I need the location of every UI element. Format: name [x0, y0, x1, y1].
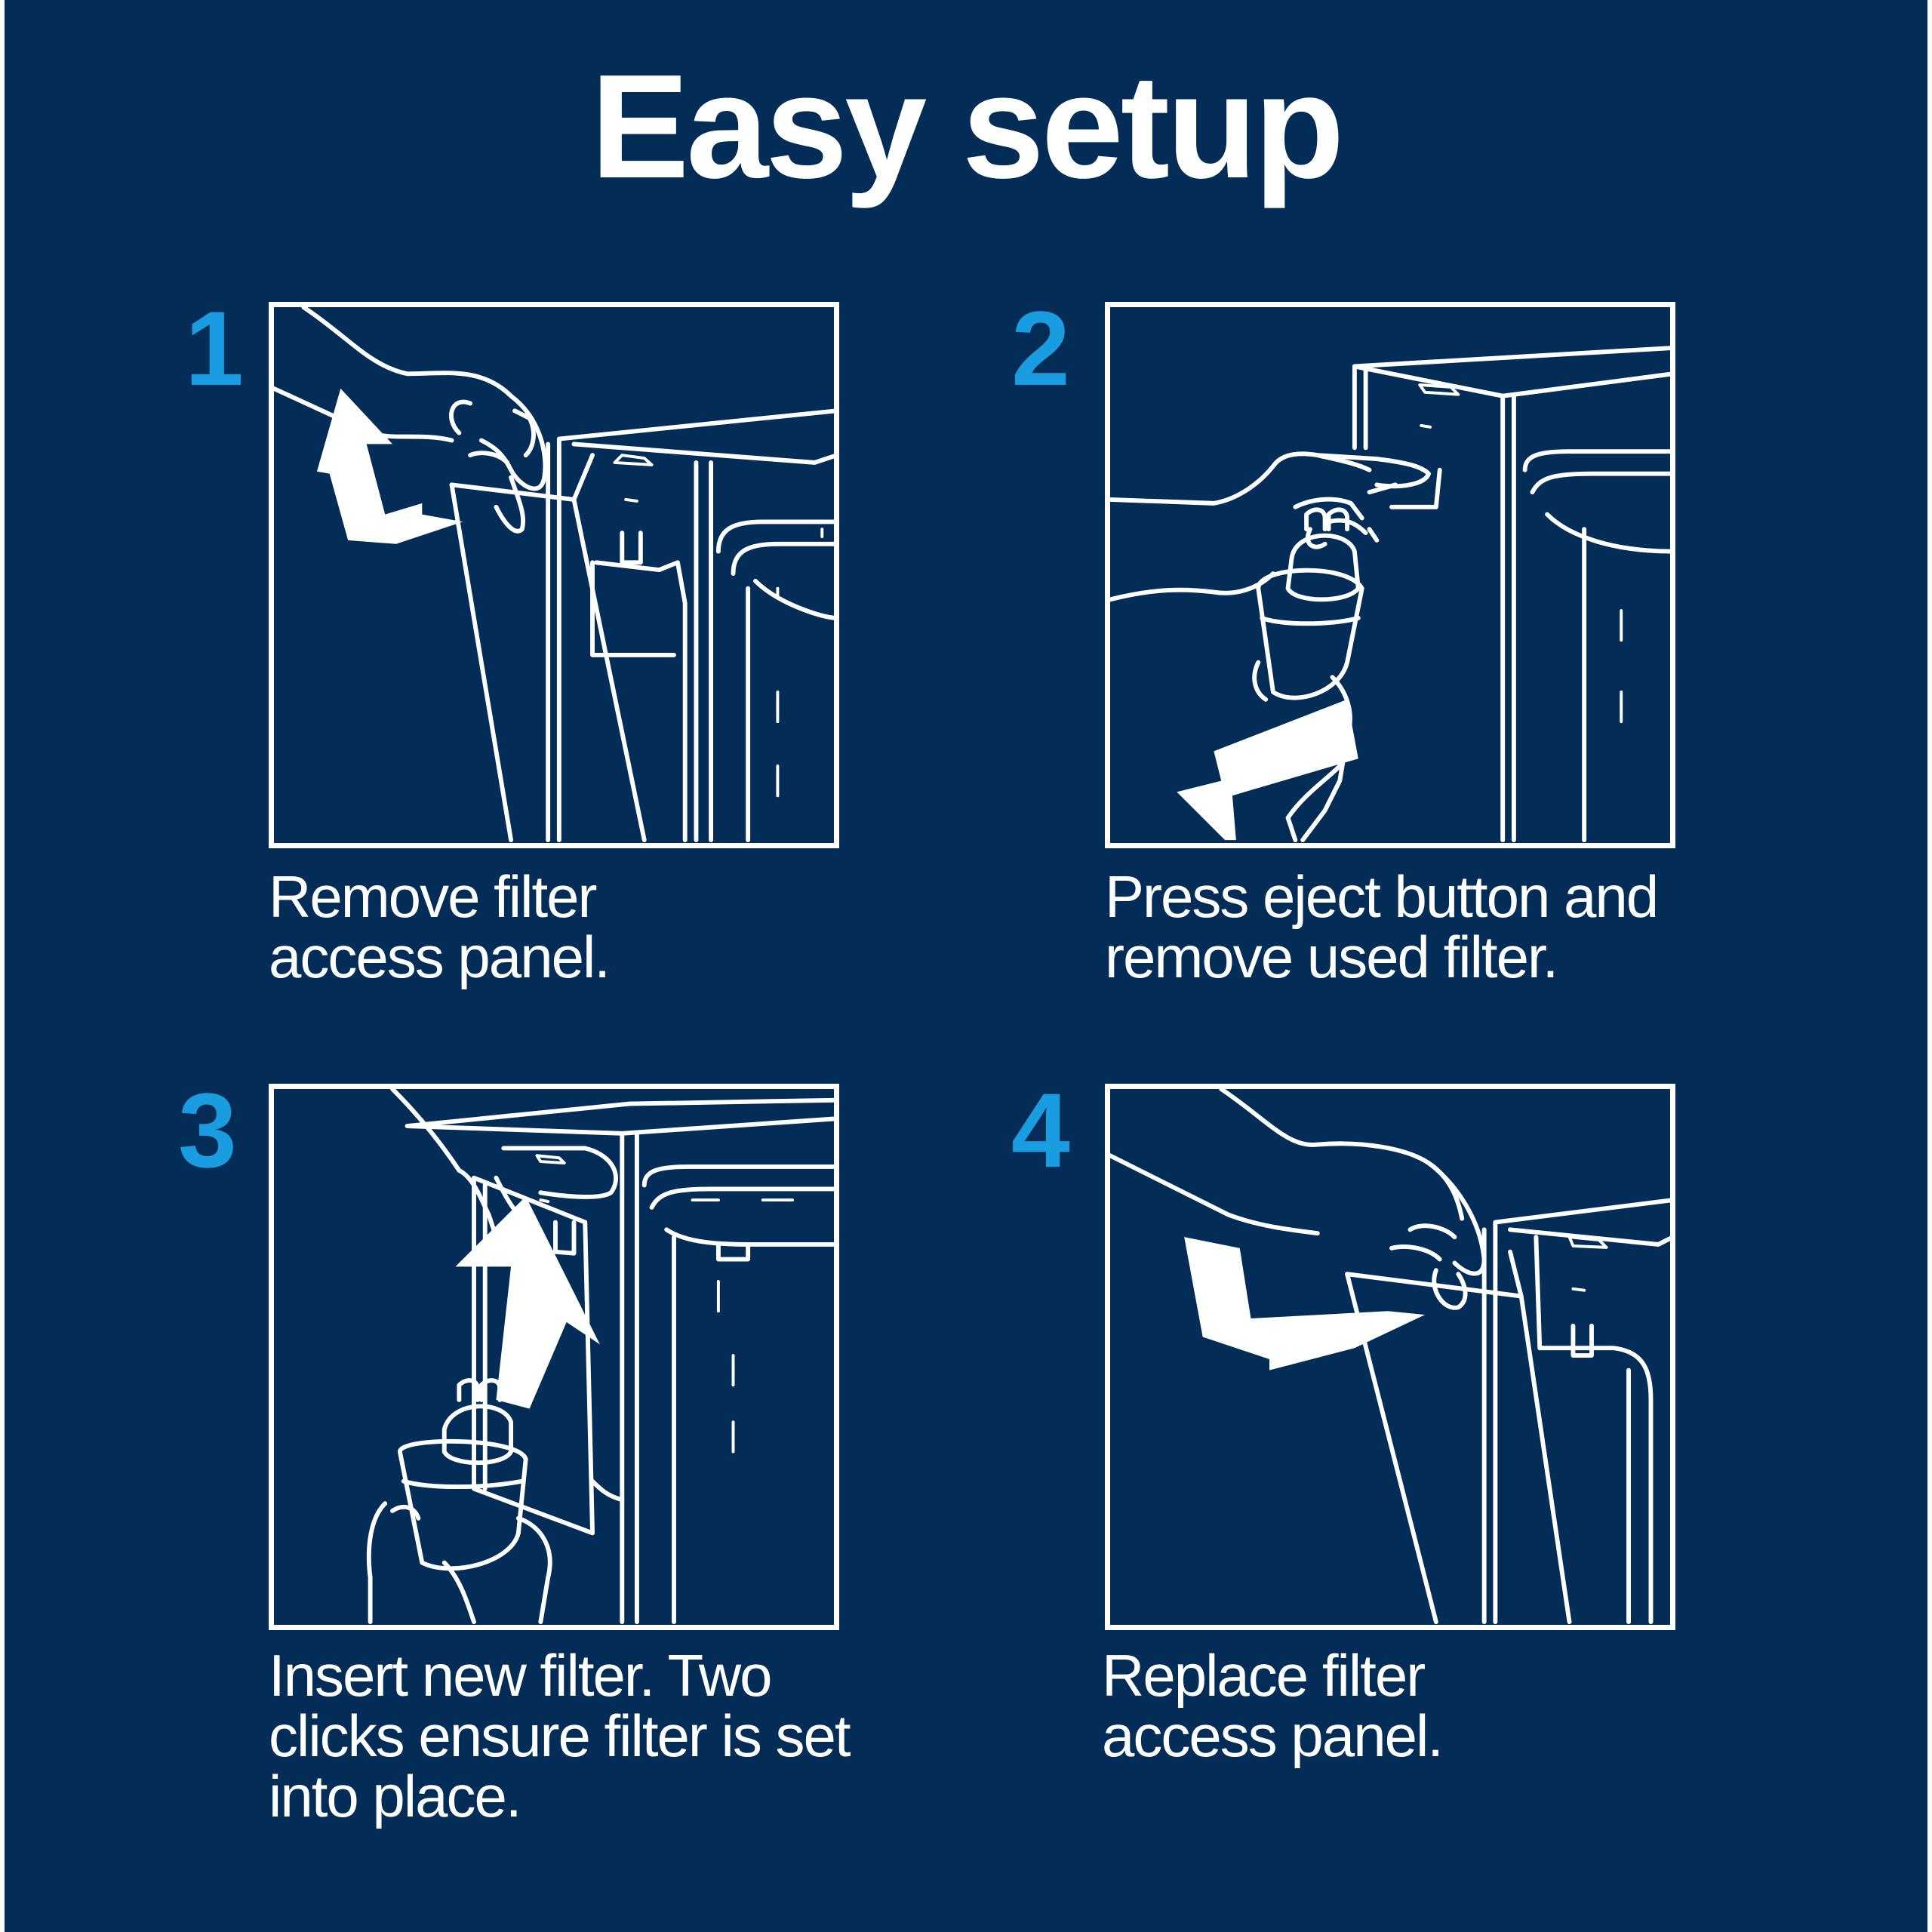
replace-panel-illustration: [1110, 1089, 1670, 1625]
caption-line: access panel.: [1102, 1703, 1444, 1769]
caption-line: Press eject button and: [1105, 863, 1659, 930]
page-title: Easy setup: [590, 44, 1345, 209]
step-number: 4: [1011, 1071, 1070, 1189]
remove-panel-illustration: [274, 307, 834, 843]
caption-line: Insert new filter. Two: [269, 1642, 773, 1709]
caption-line: into place.: [269, 1763, 522, 1829]
step-caption: Remove filter access panel.: [269, 863, 611, 990]
caption-line: Remove filter: [269, 863, 597, 930]
step-caption: Insert new filter. Two clicks ensure fil…: [269, 1642, 851, 1829]
caption-line: clicks ensure filter is set: [269, 1703, 851, 1769]
step-caption: Press eject button and remove used filte…: [1105, 863, 1659, 990]
eject-filter-illustration: [1110, 346, 1670, 843]
insert-filter-illustration: [366, 1089, 834, 1625]
step-number: 1: [185, 289, 244, 408]
step-illustration-frame: [269, 302, 839, 848]
step-number: 2: [1011, 289, 1070, 408]
caption-line: access panel.: [269, 924, 611, 990]
step-caption: Replace filter access panel.: [1102, 1642, 1444, 1769]
caption-line: Replace filter: [1102, 1642, 1426, 1709]
step-illustration-frame: [1105, 302, 1675, 848]
step-illustration-frame: [269, 1084, 839, 1630]
step-number: 3: [178, 1071, 237, 1189]
step-illustration-frame: [1105, 1084, 1675, 1630]
caption-line: remove used filter.: [1105, 924, 1558, 990]
